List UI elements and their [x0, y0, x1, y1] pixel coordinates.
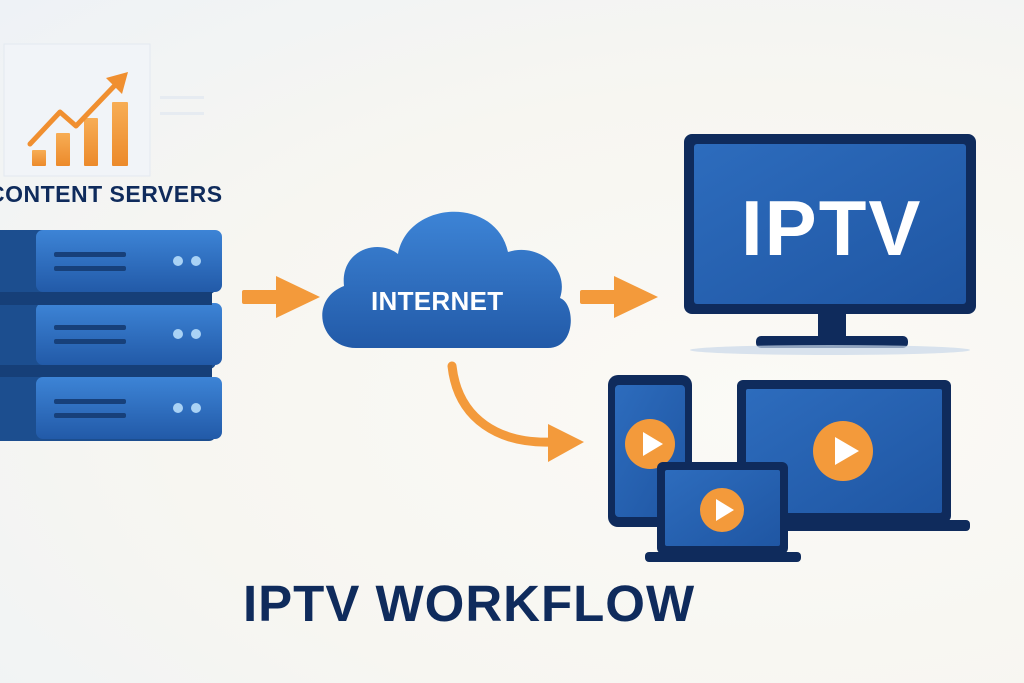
decor-line	[160, 96, 204, 99]
growth-chart-icon	[27, 72, 128, 166]
play-icon	[625, 419, 675, 469]
arrow-right-icon	[242, 276, 320, 318]
tv-screen-label: IPTV	[741, 184, 923, 272]
tv-icon	[684, 134, 976, 355]
curved-arrow-icon	[447, 361, 584, 462]
play-icon	[813, 421, 873, 481]
decor-line	[160, 112, 204, 115]
internet-label: INTERNET	[371, 286, 504, 316]
server-rack-icon	[0, 230, 222, 441]
arrow-right-icon	[580, 276, 658, 318]
chart-panel	[3, 43, 151, 177]
play-icon	[700, 488, 744, 532]
diagram-title: IPTV WORKFLOW	[243, 575, 696, 632]
tablet-icon	[645, 462, 801, 562]
laptop-icon	[722, 380, 970, 531]
cloud-icon	[322, 211, 571, 348]
content-servers-label: CONTENT SERVERS	[0, 181, 223, 207]
